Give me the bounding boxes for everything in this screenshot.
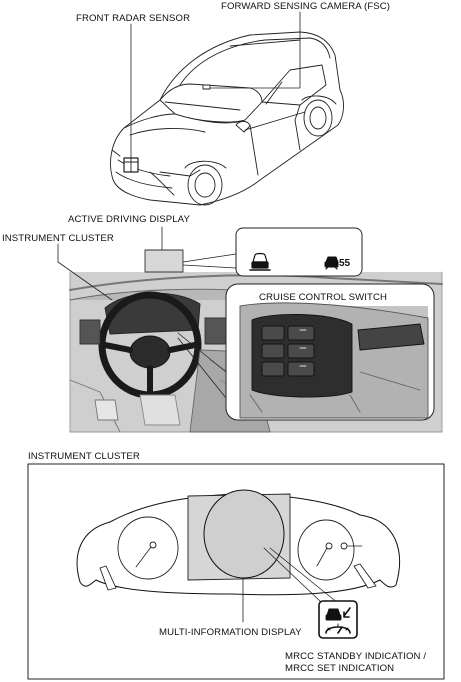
add-speed-value: 55 <box>339 258 351 269</box>
mrcc-standby-indication-label: MRCC STANDBY INDICATION / <box>285 651 427 662</box>
mrcc-indicator-icon <box>318 600 358 639</box>
active-driving-display-label: ACTIVE DRIVING DISPLAY <box>68 214 190 225</box>
cluster-outline <box>76 489 400 596</box>
car-front-icon <box>249 252 271 271</box>
instrument-cluster-section-label: INSTRUMENT CLUSTER <box>28 451 140 462</box>
multi-information-display-label: MULTI-INFORMATION DISPLAY <box>159 627 302 638</box>
instrument-cluster-top-label: INSTRUMENT CLUSTER <box>2 233 114 244</box>
radar-cruise-icon <box>324 256 339 270</box>
forward-sensing-camera-label: FORWARD SENSING CAMERA (FSC) <box>221 1 391 12</box>
mrcc-set-indication-label: MRCC SET INDICATION <box>285 663 395 674</box>
cruise-control-switch-label: CRUISE CONTROL SWITCH <box>259 292 388 303</box>
front-radar-sensor-label: FRONT RADAR SENSOR <box>76 13 191 24</box>
vehicle-illustration <box>110 31 344 206</box>
cruise-switch-photo <box>239 302 429 419</box>
